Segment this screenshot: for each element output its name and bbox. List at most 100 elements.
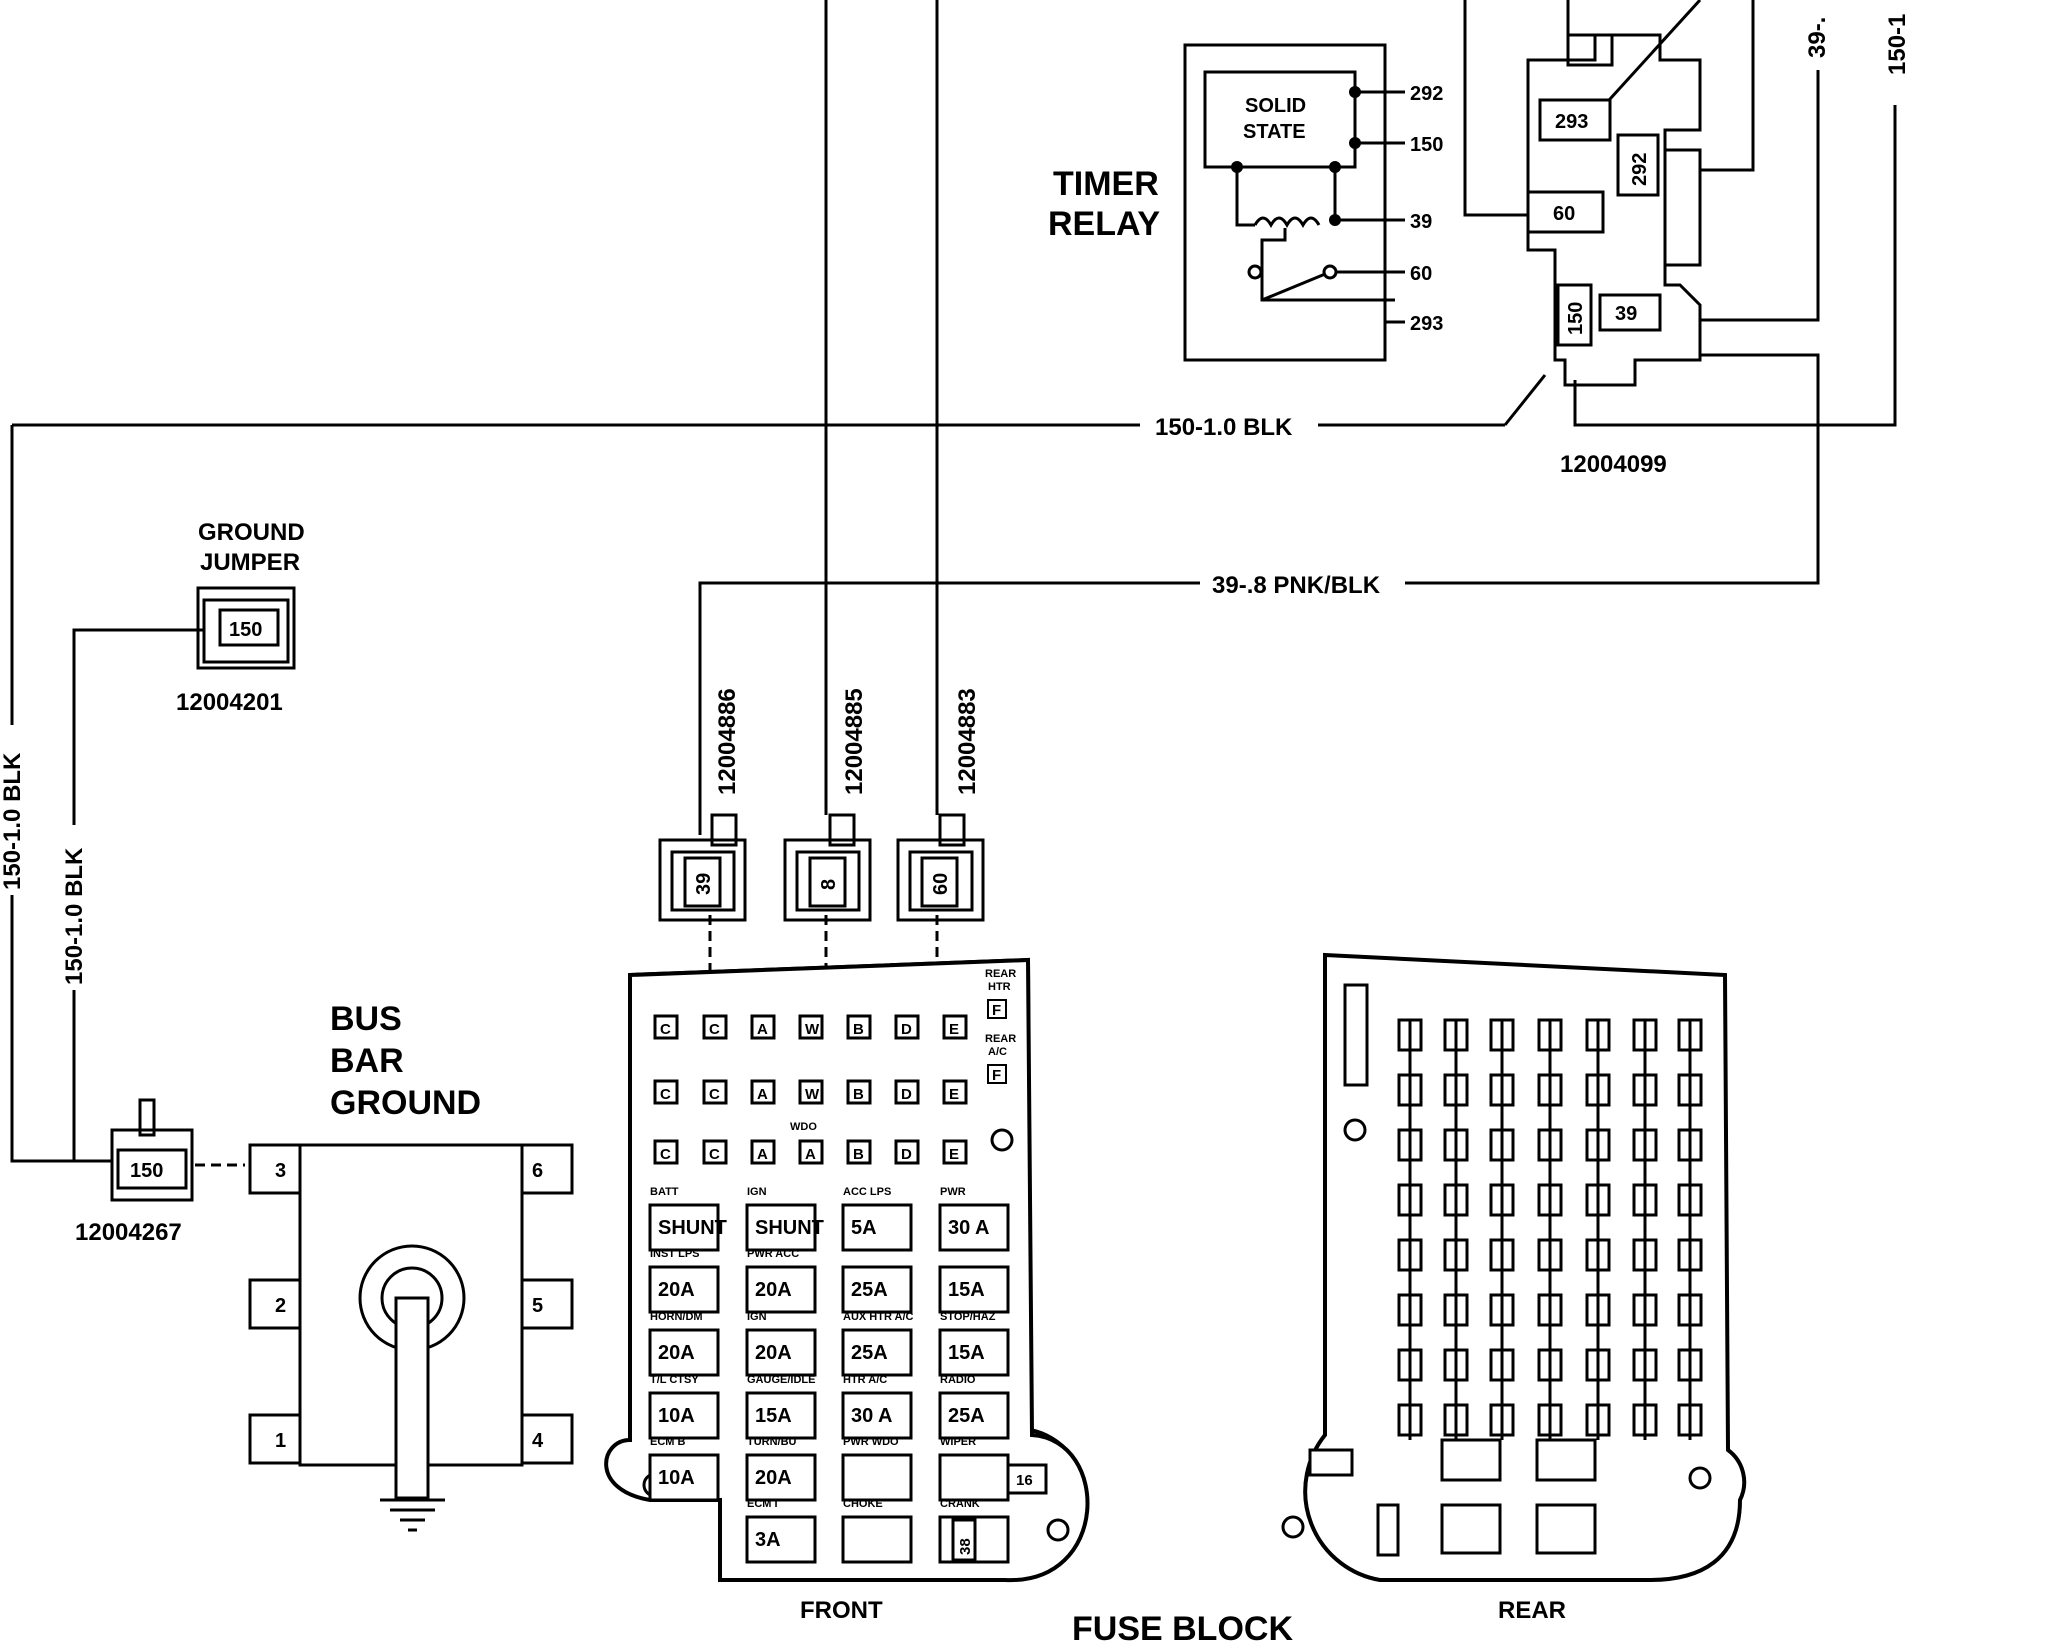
fuse-terminal: E <box>942 1079 968 1105</box>
bus-bar-title: BUS <box>330 1000 402 1038</box>
bus-connector-part-number: 12004267 <box>75 1219 182 1246</box>
connector-part-12004885: 12004885 <box>841 688 868 795</box>
svg-text:A/C: A/C <box>988 1046 1007 1058</box>
wire-label-150-jumper: 150-1.0 BLK <box>61 847 88 985</box>
fuse: STOP/HAZ 15A <box>938 1311 1010 1377</box>
bus-terminal-2: 2 <box>275 1295 286 1317</box>
fuse: CHOKE <box>841 1498 913 1564</box>
fuse-rating: 20A <box>658 1342 695 1364</box>
fuse-rating: 10A <box>658 1467 695 1489</box>
fuse-circuit-label: ECM B <box>650 1436 686 1448</box>
relay-pin-150: 150 <box>1410 134 1443 156</box>
fuse-terminal-letter: C <box>660 1146 671 1163</box>
fuse-rating: 15A <box>948 1342 985 1364</box>
fuse-circuit-label: ECM I <box>747 1498 778 1510</box>
fuse-circuit-label: CHOKE <box>843 1498 883 1510</box>
cavity-293: 293 <box>1555 111 1588 133</box>
fuse-rating: 25A <box>948 1405 985 1427</box>
timer-relay: TIMER RELAY SOLID STATE 292 <box>1048 43 1443 362</box>
fuse-rating: 30 A <box>948 1217 990 1239</box>
svg-text:F: F <box>992 1067 1001 1084</box>
fuse: ACC LPS 5A <box>841 1186 913 1252</box>
bus-connector: 150 12004267 <box>75 1098 194 1246</box>
fuse-circuit-label: PWR ACC <box>747 1248 799 1260</box>
rear-fuse-clip <box>1535 1438 1597 1482</box>
fuse-terminal: A <box>798 1139 824 1165</box>
rear-fuse-clip <box>1535 1503 1597 1555</box>
relay-pin-293: 293 <box>1410 313 1443 335</box>
svg-text:F: F <box>992 1002 1001 1019</box>
fuse-terminal-letter: A <box>757 1146 768 1163</box>
fuse-terminal-letter: E <box>949 1021 959 1038</box>
bus-cavity-150: 150 <box>130 1160 163 1182</box>
wire-label-150-left: 150-1.0 BLK <box>0 752 26 890</box>
fuse: 25A <box>841 1265 913 1314</box>
bus-terminal-4: 4 <box>532 1430 544 1452</box>
terminal-38: 38 <box>957 1538 974 1555</box>
bus-bar-ground: BUS BAR GROUND 3 2 1 6 5 4 <box>248 1000 574 1532</box>
fuse-circuit-label: STOP/HAZ <box>940 1311 996 1323</box>
rear-fuse-clip <box>1440 1503 1502 1555</box>
fuse: PWR 30 A <box>938 1186 1010 1252</box>
ground-jumper-title: GROUND <box>198 519 305 546</box>
solid-state-label: SOLID <box>1245 95 1306 117</box>
fuse: HTR A/C30 A <box>841 1374 913 1440</box>
fuse: ECM I 3A <box>745 1498 817 1564</box>
terminal-16: 16 <box>1016 1472 1033 1489</box>
fuse-terminal: E <box>942 1014 968 1040</box>
fuse-terminal-letter: C <box>709 1086 720 1103</box>
fuse-rating: 5A <box>851 1217 877 1239</box>
svg-text:RELAY: RELAY <box>1048 205 1160 243</box>
fuse: WIPER <box>938 1436 1010 1502</box>
fuse-rating: 10A <box>658 1405 695 1427</box>
fuse-circuit-label: GAUGE/IDLE <box>747 1374 815 1386</box>
fuse-terminal-letter: A <box>757 1086 768 1103</box>
connector-cavity-8: 8 <box>818 879 840 890</box>
fuse-circuit-label: PWR <box>940 1186 966 1198</box>
fuse-terminal-letter: C <box>709 1146 720 1163</box>
rear-fuse-clip <box>1376 1503 1400 1557</box>
rear-fuse-block: REAR <box>1281 952 1747 1624</box>
fuse-terminal: C <box>702 1014 728 1040</box>
wire-label-150-top: 150-1.0 BLK <box>1155 414 1293 441</box>
fuse-rating: SHUNT <box>755 1217 824 1239</box>
fuse-terminal-letter: C <box>709 1021 720 1038</box>
connector-part-12004886: 12004886 <box>714 688 741 795</box>
fuse-terminal: A <box>750 1014 776 1040</box>
relay-connector-part-number: 12004099 <box>1560 451 1667 478</box>
fuse-terminal: B <box>846 1014 872 1040</box>
fuse-terminal: C <box>653 1079 679 1105</box>
svg-text:HTR: HTR <box>988 981 1011 993</box>
fuse-terminal: E <box>942 1139 968 1165</box>
fuse-terminal-letter: A <box>757 1021 768 1038</box>
fuse: IGN 20A <box>745 1311 817 1377</box>
fuse-circuit-label: PWR WDO <box>843 1436 899 1448</box>
fuse-terminal-letter: C <box>660 1021 671 1038</box>
front-label: FRONT <box>800 1597 883 1624</box>
fuse-circuit-label: IGN <box>747 1311 767 1323</box>
fuse-rating: 3A <box>755 1529 781 1551</box>
rear-fuse-clip <box>1308 1448 1354 1477</box>
fuse-circuit-label: ACC LPS <box>843 1186 891 1198</box>
fuse-terminal-letter: D <box>901 1021 912 1038</box>
bus-terminal-3: 3 <box>275 1160 286 1182</box>
jumper-part-number: 12004201 <box>176 689 283 716</box>
cavity-292: 292 <box>1629 153 1651 186</box>
relay-pin-60: 60 <box>1410 263 1432 285</box>
fuse-rating: 20A <box>755 1342 792 1364</box>
fuse-circuit-label: AUX HTR A/C <box>843 1311 914 1323</box>
timer-relay-title: TIMER <box>1053 165 1159 203</box>
fuse-rating: 20A <box>755 1279 792 1301</box>
wdo-label: WDO <box>790 1121 817 1133</box>
bus-terminal-6: 6 <box>532 1160 543 1182</box>
fuse-block-connectors: 12004886 39 12004885 8 12004883 60 <box>658 688 985 922</box>
fuse-terminal: A <box>750 1139 776 1165</box>
